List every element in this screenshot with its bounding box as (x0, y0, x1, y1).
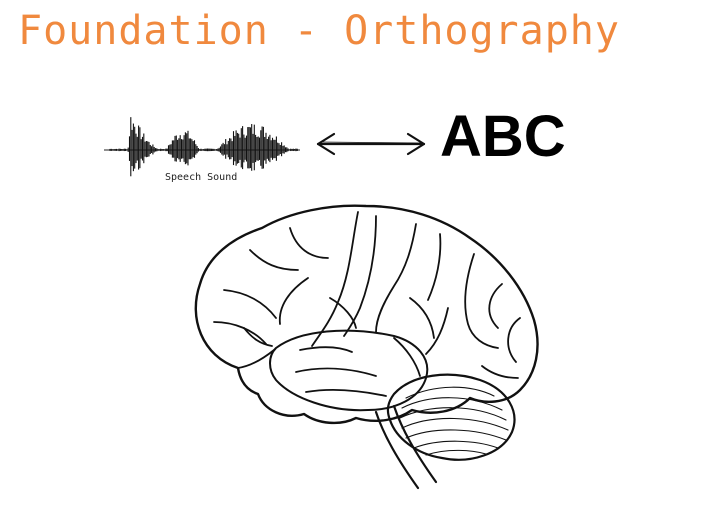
waveform-icon (104, 117, 300, 177)
brain-icon (194, 204, 539, 490)
page-title: Foundation - Orthography (18, 8, 620, 54)
orthography-letters: ABC (440, 104, 566, 169)
speech-sound-label: Speech Sound (165, 172, 238, 183)
double-arrow-icon (316, 132, 426, 156)
